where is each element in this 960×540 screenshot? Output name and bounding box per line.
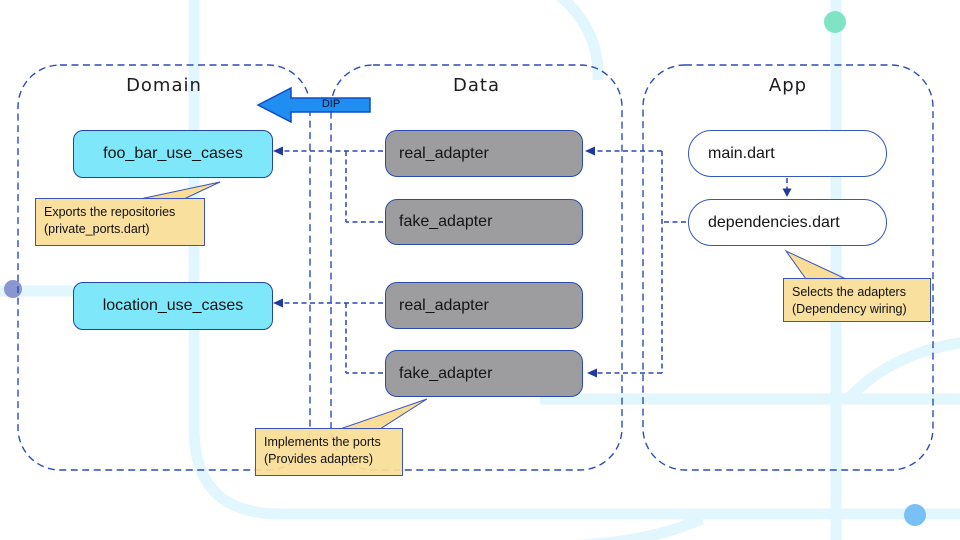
callout-implements: Implements the ports (Provides adapters) xyxy=(255,428,403,476)
callout-implements-tail xyxy=(339,398,428,430)
node-fake-adapter-top: fake_adapter xyxy=(385,199,583,245)
node-dependencies-dart: dependencies.dart xyxy=(688,199,887,246)
container-data xyxy=(330,64,623,471)
callout-selects: Selects the adapters (Dependency wiring) xyxy=(783,278,931,322)
callout-selects-line1: Selects the adapters xyxy=(792,285,906,299)
dip-left-arrow-icon xyxy=(256,86,371,124)
callout-exports: Exports the repositories (private_ports.… xyxy=(35,198,205,246)
callout-exports-tail xyxy=(139,181,221,200)
node-location-use-cases: location_use_cases xyxy=(73,282,273,330)
container-domain xyxy=(17,64,311,471)
container-title-app: App xyxy=(768,75,808,96)
arrowhead-into-deps-icon xyxy=(782,188,792,197)
callout-exports-line1: Exports the repositories xyxy=(44,205,176,219)
arrowhead-into-location-icon xyxy=(273,298,283,308)
node-fake-adapter-bottom: fake_adapter xyxy=(385,350,583,397)
node-main-dart: main.dart xyxy=(688,130,887,177)
bg-dot-sky xyxy=(904,504,926,526)
arrowhead-into-real-top-icon xyxy=(585,146,595,156)
container-app xyxy=(642,64,934,471)
arrowhead-into-foo-bar-icon xyxy=(273,146,283,156)
callout-selects-tail xyxy=(784,249,847,280)
node-foo-bar-use-cases: foo_bar_use_cases xyxy=(73,130,273,178)
arrowhead-into-fake-bottom-icon xyxy=(587,368,597,378)
bg-dot-periwinkle xyxy=(4,280,22,298)
callout-selects-line2: (Dependency wiring) xyxy=(792,301,907,316)
callout-implements-line2: (Provides adapters) xyxy=(264,451,374,466)
container-title-domain: Domain xyxy=(126,75,202,96)
bg-dot-mint xyxy=(824,11,846,33)
container-title-data: Data xyxy=(453,75,500,96)
callout-exports-line2: (private_ports.dart) xyxy=(44,221,150,236)
node-real-adapter-bottom: real_adapter xyxy=(385,282,583,329)
dip-arrow-label: DIP xyxy=(321,98,341,110)
node-real-adapter-top: real_adapter xyxy=(385,130,583,177)
callout-implements-line1: Implements the ports xyxy=(264,435,381,449)
